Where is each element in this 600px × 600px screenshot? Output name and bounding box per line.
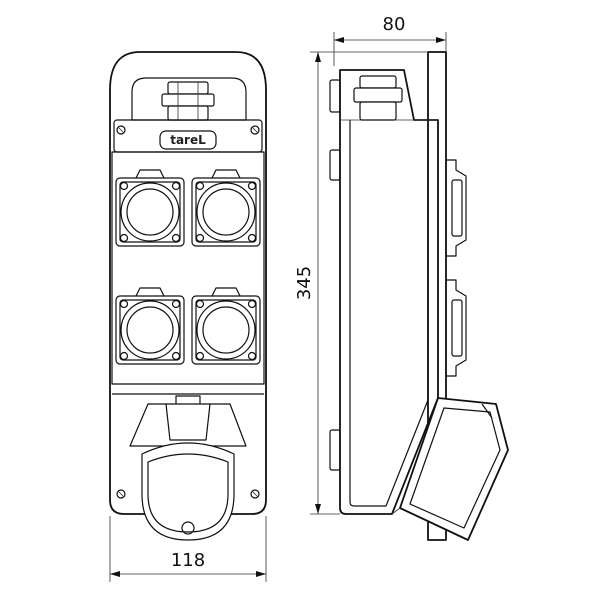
width-dimension-label: 80 <box>383 14 406 35</box>
brand-logo: tareL <box>170 133 206 147</box>
dimension-height: 345 <box>294 51 428 515</box>
screw-icon <box>116 125 126 135</box>
socket <box>115 287 185 365</box>
bottom-width-dimension-label: 118 <box>171 550 205 571</box>
socket-panel <box>111 151 265 385</box>
socket <box>191 287 261 365</box>
cable-gland <box>161 81 215 121</box>
large-socket <box>112 393 264 541</box>
side-socket-upper <box>445 159 467 257</box>
side-socket-lower <box>445 279 467 377</box>
side-view <box>329 51 509 541</box>
dimension-width-bottom: 118 <box>109 516 267 582</box>
screw-icon <box>250 489 260 499</box>
dimension-width-top: 80 <box>333 14 447 66</box>
front-body-outline <box>109 51 267 515</box>
height-dimension-label: 345 <box>294 266 315 300</box>
socket <box>115 169 185 247</box>
handle-opening <box>131 77 247 121</box>
screw-icon <box>116 489 126 499</box>
side-large-socket <box>391 397 509 541</box>
flange <box>329 429 341 471</box>
screw-icon <box>250 125 260 135</box>
logo-badge <box>159 130 217 150</box>
socket <box>191 169 261 247</box>
side-cable-gland <box>353 75 403 121</box>
flange <box>329 79 341 113</box>
front-view: tareL <box>109 51 267 541</box>
flange <box>329 149 341 181</box>
socket-group <box>115 169 261 365</box>
